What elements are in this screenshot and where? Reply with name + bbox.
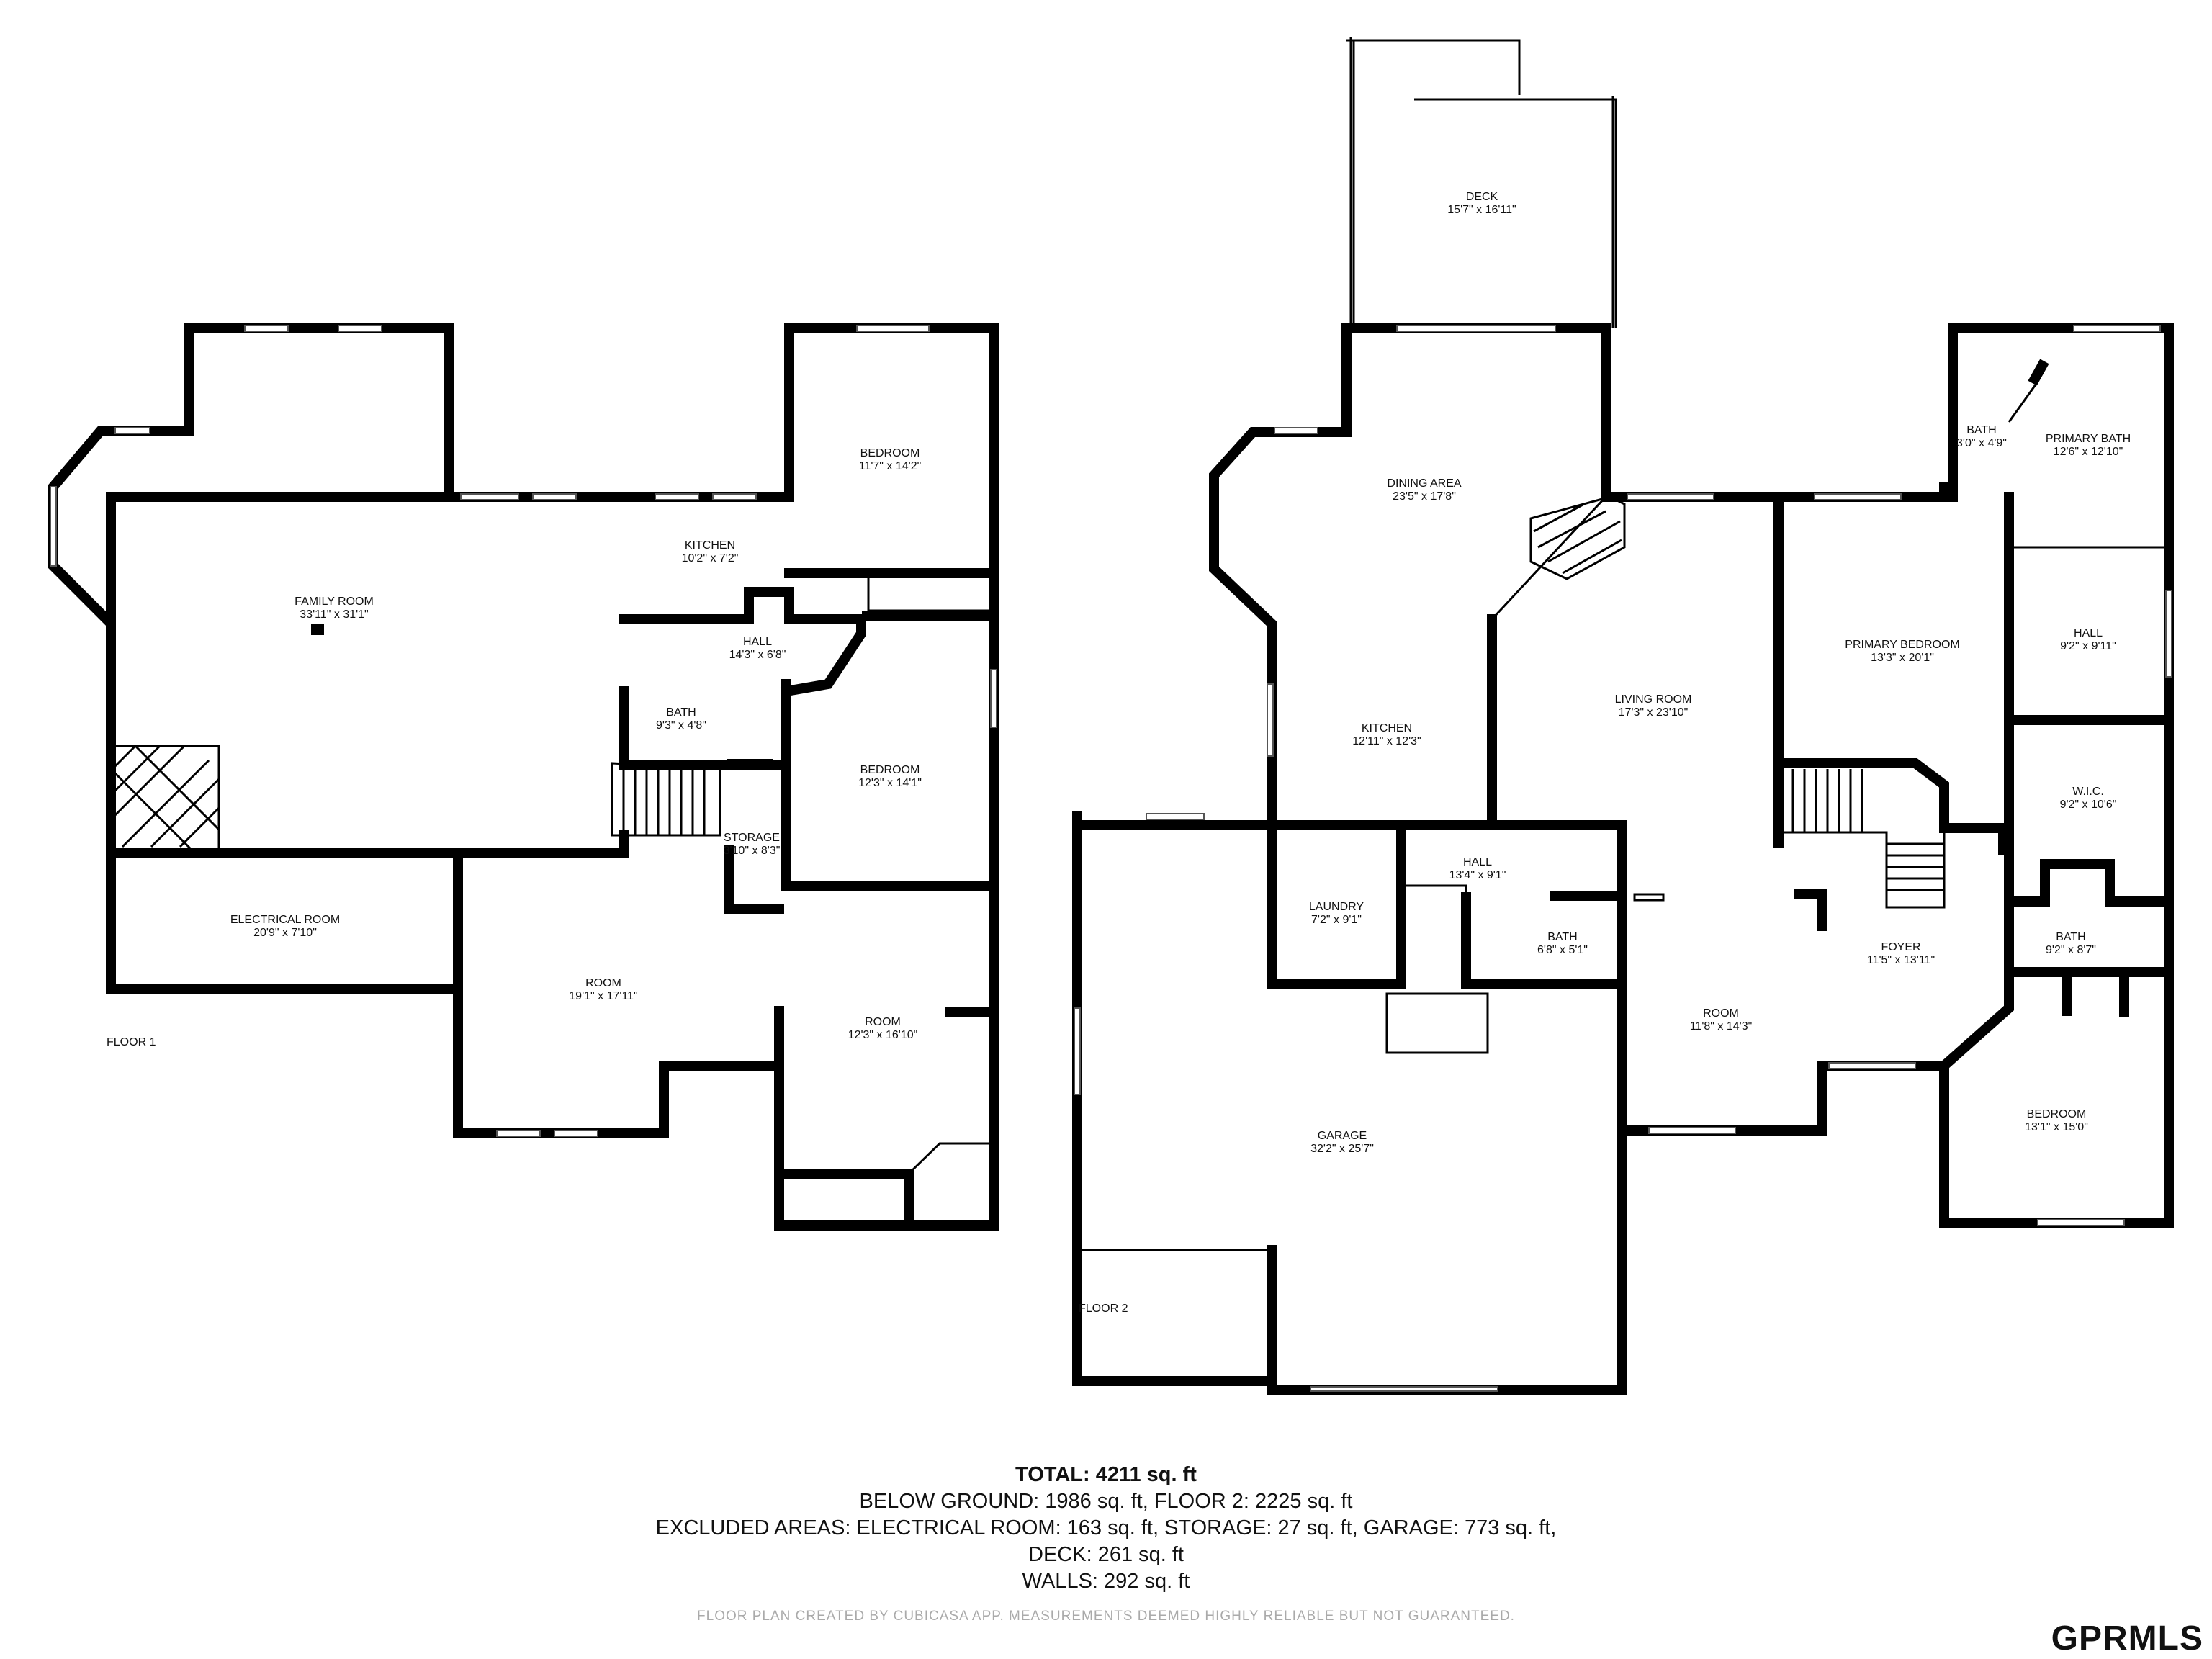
room-dims: 7'2" x 9'1" (1311, 914, 1362, 926)
floor-1-plan (48, 323, 999, 1231)
room-dims: 12'6" x 12'10" (2054, 446, 2123, 458)
room-name: W.I.C. (2072, 786, 2104, 798)
room-dims: 33'11" x 31'1" (300, 608, 368, 621)
room-dims: 14'3" x 6'8" (729, 649, 786, 661)
room-dims: 12'3" x 16'10" (848, 1029, 918, 1041)
room-name: KITCHEN (1362, 722, 1412, 734)
floor-2-plan (1072, 37, 2174, 1395)
summary-line: BELOW GROUND: 1986 sq. ft, FLOOR 2: 2225… (859, 1490, 1353, 1513)
room-dims: 23'5" x 17'8" (1393, 490, 1456, 503)
room-name: PRIMARY BATH (2046, 433, 2131, 445)
room-dims: 12'11" x 12'3" (1352, 735, 1421, 747)
room-name: ROOM (585, 977, 621, 989)
room-dims: 6'8" x 5'1" (1537, 944, 1588, 956)
room-name: BATH (666, 706, 696, 719)
room-labels: FAMILY ROOM 33'11" x 31'1" KITCHEN 10'2"… (107, 191, 2131, 1315)
room-name: BATH (1547, 931, 1577, 943)
summary-line: EXCLUDED AREAS: ELECTRICAL ROOM: 163 sq.… (655, 1516, 1557, 1539)
room-name: BEDROOM (2027, 1108, 2087, 1120)
room-name: LAUNDRY (1309, 901, 1364, 913)
room-dims: 3'0" x 4'9" (1956, 437, 2007, 449)
room-name: FOYER (1881, 941, 1920, 953)
room-name: HALL (743, 636, 772, 648)
room-dims: 9'2" x 8'7" (2046, 944, 2096, 956)
fireplace (112, 745, 220, 851)
total-area: TOTAL: 4211 sq. ft (1015, 1463, 1197, 1486)
floor-1-label: FLOOR 1 (107, 1036, 156, 1048)
room-dims: 9'2" x 10'6" (2060, 799, 2117, 811)
room-name: LIVING ROOM (1615, 693, 1692, 706)
room-name: ELECTRICAL ROOM (230, 914, 340, 926)
summary-line: DECK: 261 sq. ft (1028, 1543, 1184, 1566)
room-name: HALL (2074, 627, 2103, 639)
room-dims: 17'3" x 23'10" (1619, 706, 1689, 719)
room-dims: 13'4" x 9'1" (1449, 869, 1506, 881)
room-dims: 10'2" x 7'2" (682, 552, 739, 565)
room-dims: 9'3" x 4'8" (656, 719, 706, 732)
area-summary: TOTAL: 4211 sq. ft BELOW GROUND: 1986 sq… (0, 1462, 2212, 1595)
room-dims: 11'7" x 14'2" (859, 460, 922, 472)
room-name: STORAGE (724, 832, 780, 844)
room-dims: 32'2" x 25'7" (1310, 1143, 1374, 1155)
room-dims: 15'7" x 16'11" (1447, 204, 1516, 216)
room-name: ROOM (865, 1016, 901, 1028)
floor-2-label: FLOOR 2 (1079, 1303, 1128, 1315)
room-name: GARAGE (1318, 1130, 1367, 1142)
disclaimer-text: FLOOR PLAN CREATED BY CUBICASA APP. MEAS… (697, 1609, 1515, 1624)
gprmls-logo: GPRMLS (2051, 1619, 2203, 1658)
room-name: BATH (2056, 931, 2085, 943)
room-dims: 11'5" x 13'11" (1867, 954, 1935, 966)
room-name: KITCHEN (685, 539, 735, 552)
room-name: ROOM (1703, 1007, 1739, 1020)
room-dims: 13'1" x 15'0" (2025, 1121, 2088, 1133)
room-dims: 20'9" x 7'10" (253, 927, 317, 939)
room-name: HALL (1463, 856, 1492, 868)
room-name: FAMILY ROOM (295, 595, 374, 608)
room-dims: 3'10" x 8'3" (724, 845, 781, 857)
room-dims: 13'3" x 20'1" (1871, 652, 1934, 664)
room-name: DECK (1466, 191, 1498, 203)
room-name: BEDROOM (860, 447, 920, 459)
room-name: DINING AREA (1387, 477, 1461, 490)
room-dims: 19'1" x 17'11" (569, 990, 637, 1002)
room-name: PRIMARY BEDROOM (1845, 639, 1959, 651)
fireplace (1529, 495, 1626, 580)
room-dims: 11'8" x 14'3" (1690, 1020, 1753, 1033)
room-dims: 9'2" x 9'11" (2060, 640, 2116, 652)
room-name: BATH (1966, 424, 1996, 436)
summary-line: WALLS: 292 sq. ft (1022, 1570, 1190, 1593)
room-dims: 12'3" x 14'1" (858, 777, 922, 789)
room-name: BEDROOM (860, 764, 920, 776)
